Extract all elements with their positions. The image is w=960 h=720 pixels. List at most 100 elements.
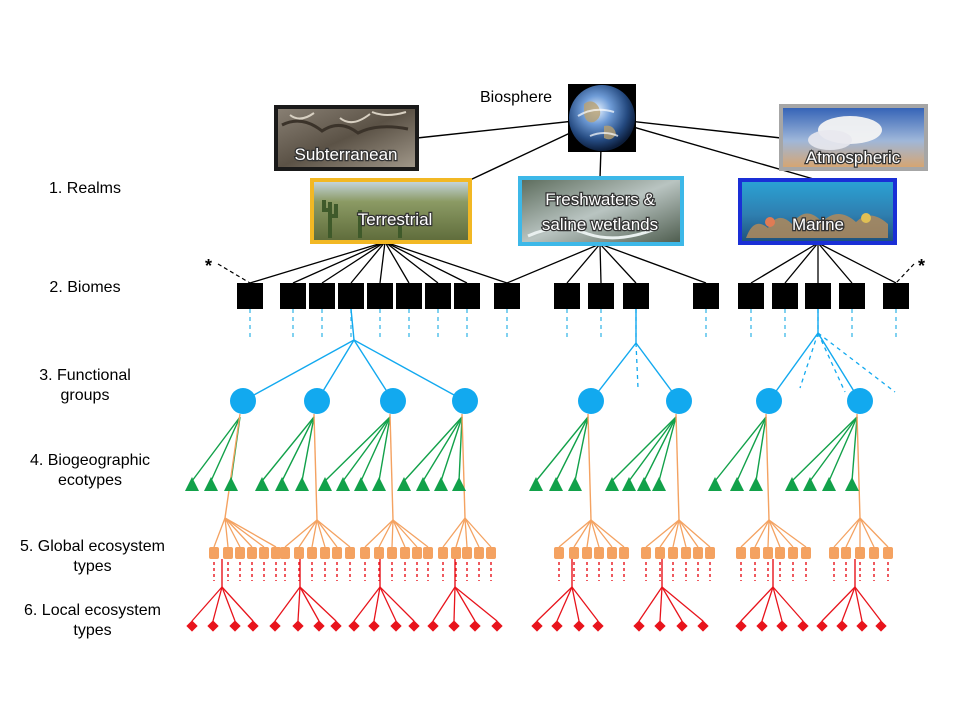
local-ecosystem-type-node <box>735 620 747 632</box>
local-type-connector <box>221 586 236 622</box>
functional-group-node <box>666 388 692 414</box>
global-type-connector <box>573 519 592 548</box>
global-ecosystem-type-node <box>412 547 422 559</box>
functional-group-node <box>230 388 256 414</box>
local-type-connector <box>854 586 882 622</box>
global-type-connector <box>845 517 861 548</box>
biome-square <box>338 283 364 309</box>
ecotype-triangle <box>452 477 466 491</box>
global-ecosystem-type-node <box>705 547 715 559</box>
ecotype-connector <box>458 416 463 482</box>
local-type-connector <box>740 586 774 622</box>
functional-group-connector <box>353 339 466 402</box>
ecotype-connector <box>658 416 677 482</box>
ecotype-connector <box>755 416 767 482</box>
local-ecosystem-type-node <box>408 620 420 632</box>
functional-group-node <box>847 388 873 414</box>
local-ecosystem-type-node <box>448 620 460 632</box>
global-type-connector <box>859 517 889 548</box>
functional-group-dashed-extra <box>635 342 639 389</box>
ecotype-connector <box>261 416 315 482</box>
biosphere-label: Biosphere <box>480 89 552 106</box>
coral-dot-a <box>765 217 775 227</box>
global-ecosystem-type-node <box>569 547 579 559</box>
global-ecosystem-type-node <box>750 547 760 559</box>
marine-biome-connector <box>784 242 819 284</box>
ecotype-connector <box>422 416 463 482</box>
realm-label-freshwater-line1: Freshwaters & <box>545 190 655 209</box>
local-type-connector <box>379 586 397 622</box>
local-ecosystem-type-node <box>797 620 809 632</box>
freshwater-biome-connector <box>506 243 601 284</box>
global-type-connector <box>464 517 468 548</box>
ecotype-triangle <box>434 477 448 491</box>
realm-terrestrial: Terrestrial <box>310 178 472 244</box>
functional-group-node <box>756 388 782 414</box>
ecotype-connector <box>611 416 677 482</box>
ecotype-triangle <box>372 477 386 491</box>
ecotype-triangle <box>785 477 799 491</box>
functional-group-connector <box>242 339 355 402</box>
global-type-connector <box>678 519 711 548</box>
global-type-connector <box>224 517 229 548</box>
ecotype-connector <box>360 416 391 482</box>
local-type-connector <box>772 586 783 622</box>
ecotype-connector <box>643 416 677 482</box>
local-ecosystem-type-node <box>697 620 709 632</box>
global-type-connector <box>678 519 687 548</box>
ecotype-triangle <box>549 477 563 491</box>
level-label-line: 1. Realms <box>48 180 122 197</box>
ecotype-connector <box>851 416 858 482</box>
ecotype-triangle <box>622 477 636 491</box>
local-ecosystem-type-node <box>491 620 503 632</box>
global-type-trunk <box>765 413 770 521</box>
local-ecosystem-type-node <box>348 620 360 632</box>
global-type-trunk <box>587 413 592 521</box>
global-ecosystem-type-node <box>345 547 355 559</box>
realm-box-terrestrial <box>310 178 472 244</box>
ecotype-connector <box>440 416 463 482</box>
global-type-connector <box>224 517 277 548</box>
global-type-connector <box>558 519 592 548</box>
local-type-connector <box>854 586 863 622</box>
ecotype-connector <box>191 416 241 482</box>
level-label-line: 2. Biomes <box>49 279 121 296</box>
global-ecosystem-type-node <box>387 547 397 559</box>
ecotype-triangle <box>275 477 289 491</box>
ecotype-triangle <box>529 477 543 491</box>
ecotype-triangle <box>255 477 269 491</box>
local-type-connector <box>299 586 320 622</box>
atmospheric-cloud-lower <box>808 130 852 150</box>
functional-group-trunk <box>350 308 355 341</box>
local-type-connector <box>841 586 856 622</box>
level-label-line: 6. Local ecosystem <box>24 602 161 619</box>
marine-biome-connector <box>817 242 853 284</box>
ecotype-triangle <box>354 477 368 491</box>
coral-dot-b <box>861 213 871 223</box>
freshwater-rapids <box>527 226 659 240</box>
local-ecosystem-type-node <box>592 620 604 632</box>
global-type-connector <box>311 519 318 548</box>
marine-biome-connector <box>817 242 897 284</box>
global-ecosystem-type-node <box>855 547 865 559</box>
local-type-connector <box>274 586 301 622</box>
local-ecosystem-type-node <box>633 620 645 632</box>
ecotype-triangle <box>822 477 836 491</box>
level-label-line: 3. Functional <box>39 367 131 384</box>
ecotype-triangle <box>224 477 238 491</box>
asterisk-left: * <box>205 256 212 276</box>
global-ecosystem-type-node <box>223 547 233 559</box>
global-ecosystem-type-node <box>294 547 304 559</box>
ecotype-triangle <box>204 477 218 491</box>
global-type-connector <box>392 519 429 548</box>
local-type-connector <box>536 586 573 622</box>
local-type-connector <box>571 586 580 622</box>
level-label-line: 5. Global ecosystem <box>20 538 165 555</box>
terrestrial-biome-connector <box>384 241 439 284</box>
local-ecosystem-type-node <box>186 620 198 632</box>
functional-group-connector <box>768 332 819 402</box>
realm-freshwater: Freshwaters & saline wetlands <box>518 176 684 246</box>
ecotype-triangle <box>318 477 332 491</box>
ecotype-connector <box>714 416 767 482</box>
